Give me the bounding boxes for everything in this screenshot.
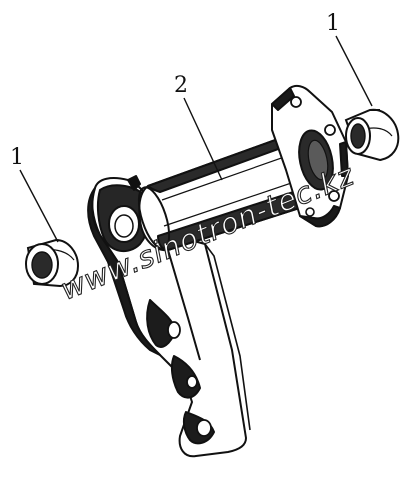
leader-line-shaft — [183, 97, 223, 181]
lever-bracket — [87, 175, 251, 458]
bushing-right — [344, 108, 400, 162]
callout-shaft: 2 — [174, 73, 188, 98]
callout-bushing-right: 1 — [326, 11, 340, 36]
leader-lines — [19, 35, 373, 243]
mounting-flange — [271, 84, 349, 228]
leader-line-bushing-right — [335, 35, 373, 107]
bushing-left — [25, 238, 80, 288]
callout-bushing-left: 1 — [10, 145, 24, 170]
leader-line-bushing-left — [19, 169, 59, 243]
